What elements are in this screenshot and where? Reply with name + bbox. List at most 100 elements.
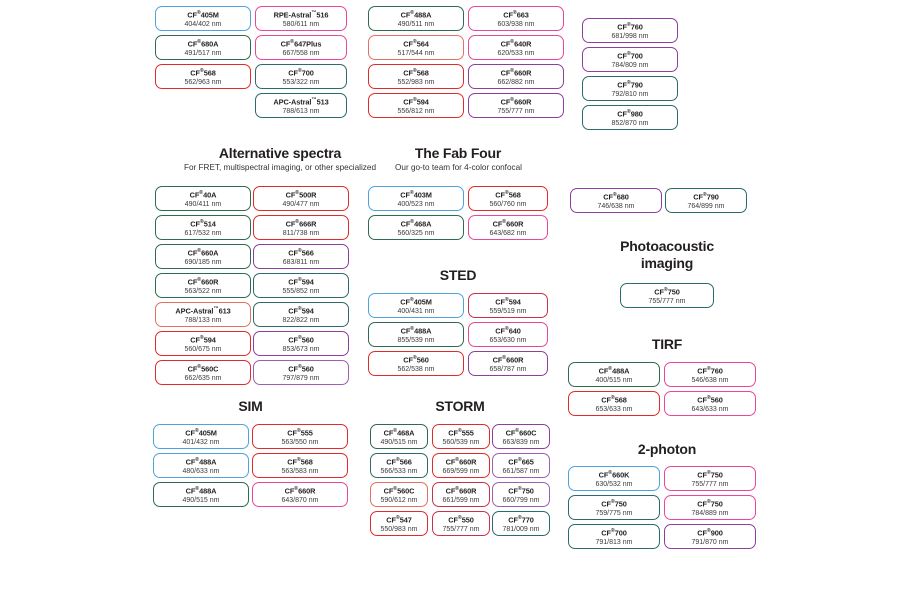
- dye-name: CF®700: [601, 528, 627, 538]
- trademark-mark: ®: [409, 190, 414, 196]
- trademark-mark: ®: [297, 68, 302, 74]
- trademark-mark: ®: [297, 335, 302, 341]
- dye-spectra: 755/777 nm: [442, 525, 480, 533]
- trademark-mark: ®: [297, 306, 302, 312]
- dye-spectra: 550/983 nm: [380, 525, 418, 533]
- trademark-mark: ®: [626, 51, 631, 57]
- trademark-mark: ®: [510, 68, 515, 74]
- dye-name: CF®660R: [500, 97, 532, 107]
- trademark-mark: ®: [706, 395, 711, 401]
- dye-name: CF®560: [403, 355, 429, 365]
- trademark-mark: ®: [610, 528, 615, 534]
- trademark-mark: ®: [412, 355, 417, 361]
- trademark-mark: ®: [517, 486, 522, 492]
- trademark-mark: ®: [626, 109, 631, 115]
- trademark-mark: ®: [395, 515, 400, 521]
- dye-name: CF®568: [495, 190, 521, 200]
- dye-spectra: 490/515 nm: [182, 496, 220, 504]
- dye-name: CF®594: [403, 97, 429, 107]
- dye-name: CF®660R: [187, 277, 219, 287]
- dye-name: CF®750: [601, 499, 627, 509]
- dye-spectra: 690/185 nm: [184, 258, 222, 266]
- dye-spectra: 660/799 nm: [502, 496, 540, 504]
- dye-name: CF®547: [386, 515, 412, 525]
